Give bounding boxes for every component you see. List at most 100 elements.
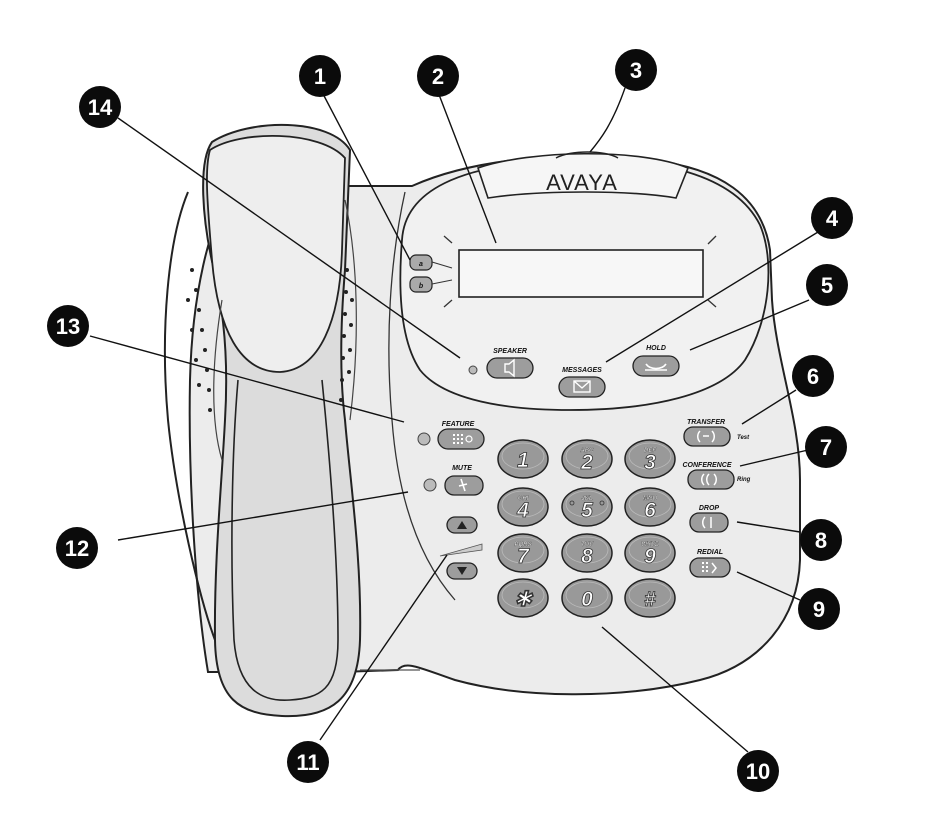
keypad-key-digit: 2 xyxy=(580,451,593,474)
callout-4: 4 xyxy=(811,197,853,239)
mute-label: MUTE xyxy=(452,465,472,472)
conference-icon xyxy=(701,473,717,486)
callout-7: 7 xyxy=(805,426,847,468)
keypad-key[interactable]: 0 xyxy=(561,578,613,618)
callout-number: 4 xyxy=(826,206,839,231)
speaker-label: SPEAKER xyxy=(493,348,527,355)
callout-number: 5 xyxy=(821,273,833,298)
keypad-key-digit: 1 xyxy=(517,449,529,472)
callout-number: 11 xyxy=(296,750,319,775)
callout-number: 7 xyxy=(820,435,832,460)
envelope-icon xyxy=(573,380,591,393)
feature-label: FEATURE xyxy=(442,421,475,428)
speaker-icon xyxy=(504,358,515,378)
redial-button[interactable] xyxy=(689,557,731,578)
callout-number: 8 xyxy=(815,528,827,553)
line-button-a[interactable]: a xyxy=(409,254,453,271)
callout-number: 1 xyxy=(314,64,326,89)
feature-icon xyxy=(453,434,473,444)
keypad-key-digit: # xyxy=(644,588,656,611)
callout-3: 3 xyxy=(615,49,657,91)
conference-sub-label: Ring xyxy=(737,477,751,483)
keypad-key-digit: 6 xyxy=(644,499,656,522)
conference-button[interactable] xyxy=(687,469,735,490)
volume-up-button[interactable] xyxy=(446,516,478,534)
callout-13: 13 xyxy=(47,305,89,347)
conference-label: CONFERENCE xyxy=(682,462,731,469)
callout-2: 2 xyxy=(417,55,459,97)
handset-groove-left xyxy=(213,299,223,461)
callout-number: 9 xyxy=(813,597,825,622)
handset-handle-inner xyxy=(231,379,339,701)
hold-icon xyxy=(645,363,667,371)
hold-button[interactable] xyxy=(632,355,680,377)
keypad-key-digit: ✱ xyxy=(514,588,534,611)
keypad-key-letters: ABC xyxy=(580,448,595,454)
callout-1: 1 xyxy=(299,55,341,97)
handset-groove-right xyxy=(344,199,357,421)
callout-14: 14 xyxy=(79,86,121,128)
keypad-key-letters: WXYZ xyxy=(641,542,659,548)
callout-number: 6 xyxy=(807,364,819,389)
keypad-key-digit: 7 xyxy=(517,545,530,568)
logo-tab xyxy=(476,152,690,199)
keypad-key-digit: 5 xyxy=(581,499,593,522)
callout-number: 14 xyxy=(88,95,113,120)
drop-button[interactable] xyxy=(689,512,729,533)
keypad-key[interactable]: 1 xyxy=(497,439,549,479)
handset-earpiece xyxy=(206,134,346,373)
callout-10: 10 xyxy=(737,750,779,792)
callout-5: 5 xyxy=(806,264,848,306)
callout-8: 8 xyxy=(800,519,842,561)
leader-lines xyxy=(89,87,819,753)
callout-number: 2 xyxy=(432,64,444,89)
keypad-key[interactable]: ✱ xyxy=(497,578,549,618)
volume-down-button[interactable] xyxy=(446,562,478,580)
keypad-key-digit: 8 xyxy=(581,545,593,568)
keypad-key-letters: JKL xyxy=(581,496,593,502)
display-screen xyxy=(458,249,704,298)
redial-label: REDIAL xyxy=(697,549,723,556)
mute-led xyxy=(423,478,437,492)
key-5-tactile-dots xyxy=(569,500,605,506)
callout-number: 13 xyxy=(56,314,80,339)
redial-icon xyxy=(702,562,717,574)
logo-tab-notch xyxy=(555,151,619,159)
keypad-key[interactable]: # xyxy=(624,578,676,618)
messages-button[interactable] xyxy=(558,376,606,398)
handset-speaker-holes-right xyxy=(339,268,354,402)
mute-button[interactable] xyxy=(444,475,484,496)
speaker-button[interactable] xyxy=(486,357,534,379)
feature-led xyxy=(417,432,431,446)
handset-cradle-left xyxy=(163,191,216,641)
transfer-button[interactable] xyxy=(683,426,731,447)
keypad-key-digit: 3 xyxy=(644,451,656,474)
keypad-key-letters: PQRS xyxy=(514,542,531,548)
messages-label: MESSAGES xyxy=(562,367,602,374)
drop-icon xyxy=(702,516,712,529)
hold-label: HOLD xyxy=(646,345,666,352)
mute-icon xyxy=(458,478,468,492)
transfer-label: TRANSFER xyxy=(687,419,725,426)
transfer-icon xyxy=(697,430,715,443)
line-button-b[interactable]: b xyxy=(409,276,453,293)
callout-9: 9 xyxy=(798,588,840,630)
callout-number: 12 xyxy=(65,536,89,561)
feature-button[interactable] xyxy=(437,428,485,450)
keypad-key-letters: MNO xyxy=(643,496,657,502)
callout-number: 3 xyxy=(630,58,642,83)
display-tick-marks xyxy=(443,235,717,308)
transfer-sub-label: Test xyxy=(737,435,750,441)
